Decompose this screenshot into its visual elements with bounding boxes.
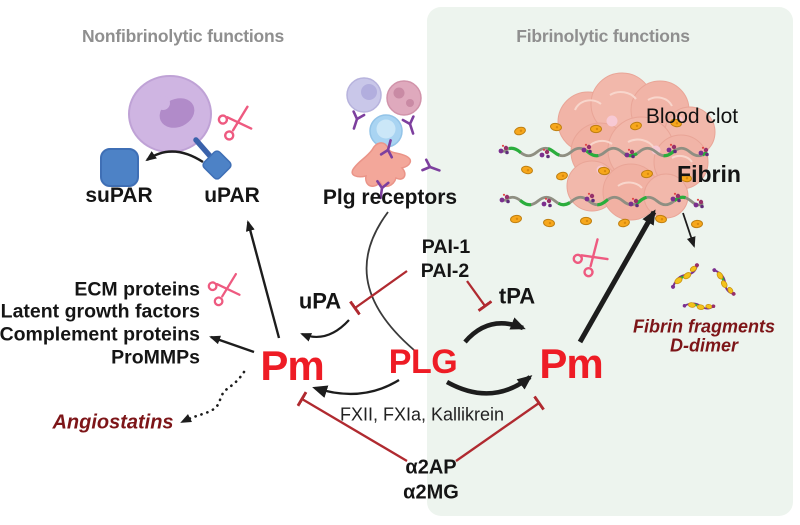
fibrinolytic-header: Fibrinolytic functions [516,25,690,46]
fibrin-to-fragments-arrow [682,212,696,248]
nonfibrinolytic-header: Nonfibrinolytic functions [81,25,285,46]
latent-growth-factors-label: Latent growth factors [0,300,200,323]
prommps-label: ProMMPs [111,346,200,369]
fibrin-label: Fibrin [677,160,741,187]
plg-label: PLG [388,343,458,382]
upa-label: uPA [298,288,342,314]
plg-receptors-label: Plg receptors [322,185,458,209]
a2ap-inhibits-pm-left-line [296,391,408,462]
upar-receptor-icon [202,150,232,180]
pai2-label: PAI-2 [420,259,470,282]
pm-right-label: Pm [539,339,603,387]
complement-proteins-label: Complement proteins [0,323,200,346]
scissors-icon-upar [216,105,256,143]
pai-inhibits-upa-line [349,270,408,316]
upar-stalk [193,137,213,159]
pai-inhibits-tpa-line [466,280,493,312]
fibrin-fragments-illustration [666,261,738,313]
angiostatins-label: Angiostatins [52,411,174,434]
a2ap-label: α2AP [405,456,457,479]
scissors-icon-fibrin [570,238,614,280]
tpa-label: tPA [498,283,536,309]
pm-to-fibrin-arrow [577,209,657,344]
pm-to-angiostatins-dotted-arrow [180,370,246,424]
ecm-proteins-label: ECM proteins [74,278,200,301]
a2mg-label: α2MG [403,481,459,504]
blood-clot-label: Blood clot [645,104,739,128]
fxii-pathway-label: FXII, FXIa, Kallikrein [339,404,505,425]
pm-to-ecm-arrow [209,335,255,354]
pm-to-upar-arrow [245,220,281,339]
activation-arrows [145,150,696,424]
pm-left-label: Pm [260,341,324,389]
pai1-label: PAI-1 [421,235,471,258]
fibrin-fragments-label: Fibrin fragments [632,316,776,337]
a2ap-inhibits-pm-right-line [455,395,545,462]
tpa-activation-arrow [463,317,526,344]
plg-receptor-connector-line [365,211,415,351]
supar-square-icon [100,148,139,187]
fibrin-strands-illustration [498,117,709,229]
fxii-activation-arrow [312,378,400,398]
d-dimer-label: D-dimer [669,335,739,356]
scissors-icon-ecm [206,272,244,308]
plg-receptor-cells-illustration [346,77,443,200]
upar-label: uPAR [204,183,260,207]
upar-to-supar-arrow [145,150,204,164]
supar-label: suPAR [85,183,153,207]
plg-to-pm-right-arrow [445,375,533,396]
inhibition-lines [296,270,545,462]
monocyte-cell-illustration [128,75,232,180]
upa-activation-arrow [300,319,350,342]
